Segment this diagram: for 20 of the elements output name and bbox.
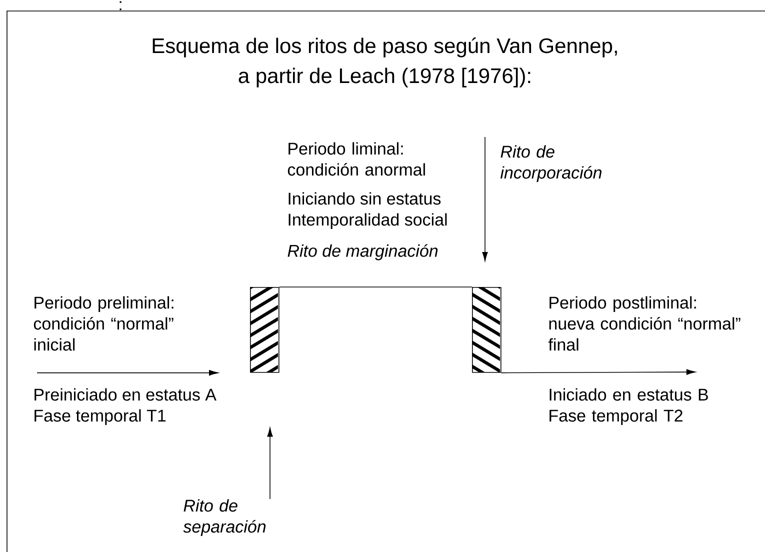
title: Esquema de los ritos de paso según Van Gennep, a partir de Leach (1978 [1976]):	[152, 38, 617, 88]
label: Intemporalidad social	[288, 213, 447, 230]
text-label: Iniciado en estatus B Fase temporal T2	[550, 388, 708, 426]
arrow	[267, 428, 273, 500]
arrow	[500, 369, 696, 375]
label: Rito de marginación	[288, 244, 438, 260]
hatched-bar	[472, 287, 502, 373]
label: Preiniciado en estatus A	[34, 388, 216, 401]
punctuation-mark: :	[120, 1, 122, 10]
arrow	[36, 370, 218, 376]
text-label: Rito de separación	[183, 499, 266, 536]
label: Periodo preliminal: condición “normal” inicial	[34, 296, 174, 351]
label: Periodo postliminal: nueva condición “normal” final	[548, 296, 740, 351]
text-label: Rito de incorporación	[500, 145, 602, 182]
label: Periodo liminal: condición anormal	[288, 142, 425, 176]
arrow	[482, 136, 488, 262]
connector-line	[278, 286, 472, 288]
label: Fase temporal T1	[34, 409, 166, 426]
label: Iniciando sin estatus	[288, 192, 441, 205]
hatched-bar	[250, 287, 280, 373]
